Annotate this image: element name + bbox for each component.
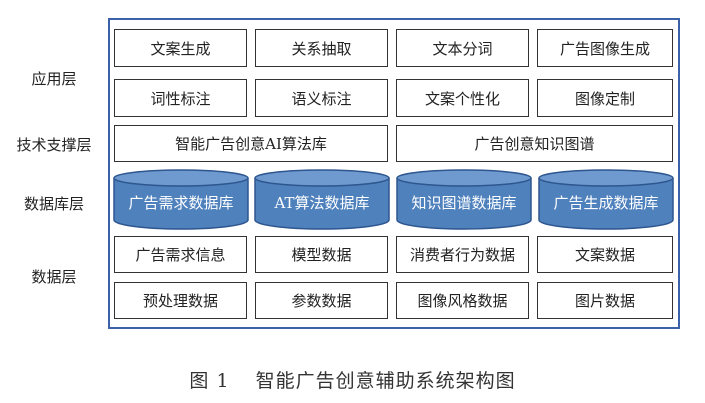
data-box-preprocessed: 预处理数据 [114, 282, 247, 319]
tech-box-knowledge-graph: 广告创意知识图谱 [396, 125, 673, 162]
db-label: 知识图谱数据库 [411, 194, 517, 212]
figure-title: 智能广告创意辅助系统架构图 [255, 370, 516, 392]
data-box-parameter: 参数数据 [255, 282, 388, 319]
db-knowledge-graph-database: 知识图谱数据库 [396, 169, 532, 231]
db-ad-generation-database: 广告生成数据库 [538, 169, 674, 231]
db-label: 广告生成数据库 [553, 194, 659, 212]
cylinder-icon [113, 169, 249, 230]
data-box-ad-demand-info: 广告需求信息 [114, 236, 247, 273]
app-box-relation-extraction: 关系抽取 [255, 29, 388, 67]
app-box-image-customization: 图像定制 [537, 79, 673, 117]
architecture-frame [108, 18, 680, 329]
layer-label-data: 数据层 [31, 268, 77, 286]
data-box-model-data: 模型数据 [255, 236, 388, 273]
tech-box-ai-algorithm-library: 智能广告创意AI算法库 [114, 125, 388, 162]
cylinder-icon [396, 169, 532, 230]
layer-label-database: 数据库层 [23, 195, 84, 213]
app-box-ad-image-generation: 广告图像生成 [537, 29, 673, 67]
layer-label-technical-support: 技术支撑层 [16, 136, 92, 154]
data-box-image-style: 图像风格数据 [396, 282, 529, 319]
layer-label-application: 应用层 [31, 70, 77, 88]
db-label: AT算法数据库 [274, 194, 370, 212]
figure-number: 图 1 [189, 370, 230, 392]
app-box-semantic-tagging: 语义标注 [255, 79, 388, 117]
data-box-copy-data: 文案数据 [537, 236, 673, 273]
db-label: 广告需求数据库 [128, 194, 234, 212]
app-box-copy-generation: 文案生成 [114, 29, 247, 67]
data-box-consumer-behavior: 消费者行为数据 [396, 236, 529, 273]
app-box-text-segmentation: 文本分词 [396, 29, 529, 67]
figure-caption: 图 1 智能广告创意辅助系统架构图 [0, 366, 705, 393]
data-box-picture-data: 图片数据 [537, 282, 673, 319]
app-box-pos-tagging: 词性标注 [114, 79, 247, 117]
cylinder-icon [254, 169, 390, 230]
cylinder-icon [538, 169, 674, 230]
db-at-algorithm-database: AT算法数据库 [254, 169, 390, 231]
app-box-copy-personalization: 文案个性化 [396, 79, 529, 117]
db-ad-demand-database: 广告需求数据库 [113, 169, 249, 231]
